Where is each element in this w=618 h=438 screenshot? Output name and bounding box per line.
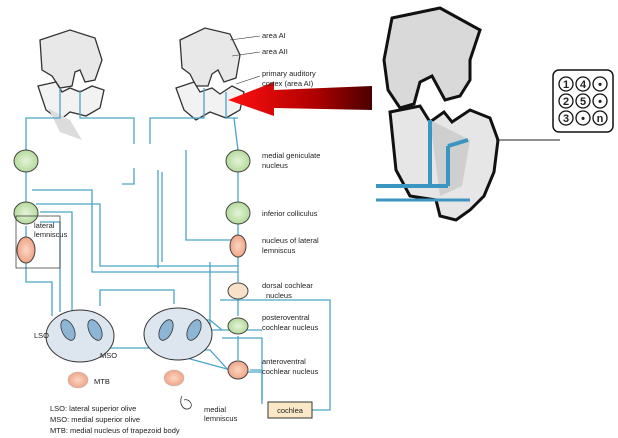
label-pvcn-1: posteroventral	[262, 313, 310, 322]
left-brain-section	[38, 30, 104, 140]
keypad-key-5: 5	[580, 96, 586, 108]
label-primary-cortex-1: primary auditory	[262, 69, 316, 78]
label-nll-2: lemniscus	[262, 246, 296, 255]
label-pvcn-2: cochlear nucleus	[262, 323, 319, 332]
legend-mtb: MTB: medial nucleus of trapezoid body	[50, 426, 180, 435]
left-nucleus-lateral-lemniscus	[17, 237, 35, 263]
label-lateral-lemniscus-2: lemniscus	[34, 230, 68, 239]
label-mso: MSO	[100, 351, 117, 360]
label-area-aii: area AII	[262, 47, 288, 56]
keypad-key-2: 2	[563, 96, 569, 108]
label-inferior-colliculus: inferior colliculus	[262, 209, 318, 218]
legend-mso: MSO: medial superior olive	[50, 415, 140, 424]
label-medial-lemniscus-1: medial	[204, 405, 226, 414]
label-avcn-1: anteroventral	[262, 357, 306, 366]
label-dcn-1: dorsal cochlear	[262, 281, 313, 290]
right-nucleus-lateral-lemniscus	[230, 235, 246, 257]
anteroventral-cochlear-nucleus	[228, 361, 248, 379]
medial-lemniscus-marker	[181, 396, 192, 409]
zoomed-brain-section	[376, 8, 560, 220]
keypad-dot-3: •	[581, 113, 585, 125]
keypad-dot-2: •	[598, 96, 602, 108]
label-medial-geniculate-2: nucleus	[262, 161, 288, 170]
label-medial-geniculate-1: medial geniculate	[262, 151, 320, 160]
label-medial-lemniscus-2: lemniscus	[204, 414, 238, 423]
dorsal-cochlear-nucleus	[228, 283, 248, 299]
label-lso: LSO	[34, 331, 49, 340]
label-nll-1: nucleus of lateral	[262, 236, 319, 245]
posteroventral-cochlear-nucleus	[228, 318, 248, 334]
label-area-ai: area AI	[262, 31, 286, 40]
right-mtb	[164, 370, 184, 386]
nuclei	[14, 150, 250, 388]
right-brain-section	[176, 28, 244, 120]
keypad-key-3: 3	[563, 113, 569, 125]
label-lateral-lemniscus-1: lateral	[34, 221, 55, 230]
label-dcn-2: nucleus	[266, 291, 292, 300]
keypad-key-n: n	[597, 113, 604, 125]
keypad-key-1: 1	[563, 79, 569, 91]
keypad-cells: 1 4 • 2 5 • 3 • n	[559, 77, 607, 125]
abbreviation-legend: LSO: lateral superior olive MSO: medial …	[50, 404, 180, 435]
keypad: 1 4 • 2 5 • 3 • n	[553, 70, 613, 132]
label-avcn-2: cochlear nucleus	[262, 367, 319, 376]
keypad-dot-1: •	[598, 79, 602, 91]
right-medial-geniculate-nucleus	[226, 150, 250, 172]
label-primary-cortex-2: cortex (area AI)	[262, 79, 314, 88]
left-medial-geniculate-nucleus	[14, 150, 38, 172]
right-inferior-colliculus	[226, 202, 250, 224]
label-mtb: MTB	[94, 377, 110, 386]
right-superior-olivary-complex	[144, 308, 212, 360]
keypad-key-4: 4	[580, 79, 587, 91]
legend-lso: LSO: lateral superior olive	[50, 404, 136, 413]
cochlea-label: cochlea	[277, 406, 304, 415]
left-mtb	[68, 372, 88, 388]
